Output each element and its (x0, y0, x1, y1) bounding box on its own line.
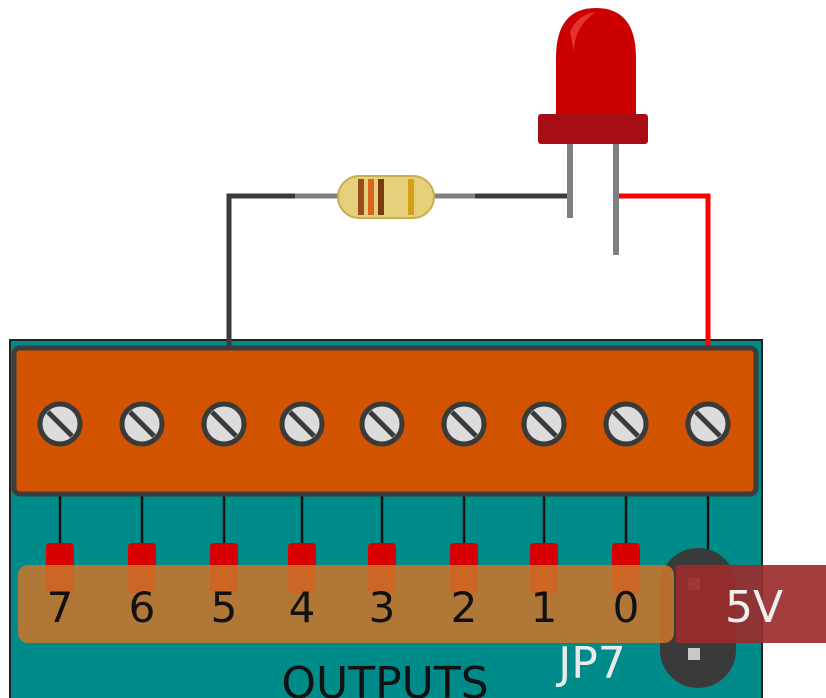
output-numbers: 7 6 5 4 3 2 1 0 (47, 583, 640, 632)
output-number: 7 (47, 583, 74, 632)
screw-icon (603, 401, 649, 447)
screw-icon (201, 401, 247, 447)
output-number: 4 (289, 583, 316, 632)
label-outputs: OUTPUTS (281, 658, 488, 698)
wire-led-to-5v (616, 193, 711, 346)
output-number: 5 (211, 583, 238, 632)
jp7-pin-2 (688, 648, 700, 660)
screw-icon (685, 401, 731, 447)
resistor (337, 175, 435, 219)
wire-output-5-to-resistor (226, 193, 295, 346)
badge-5v (676, 565, 826, 643)
output-label-strip (18, 565, 674, 643)
screw-icon (521, 401, 567, 447)
terminal-screws (37, 401, 731, 447)
output-number: 2 (451, 583, 478, 632)
screw-icon (441, 401, 487, 447)
output-number: 6 (129, 583, 156, 632)
screw-icon (119, 401, 165, 447)
output-number: 1 (531, 583, 558, 632)
output-number: 3 (369, 583, 396, 632)
screw-icon (279, 401, 325, 447)
label-5v: 5V (725, 582, 783, 633)
screw-icon (359, 401, 405, 447)
output-number: 0 (613, 583, 640, 632)
screw-icon (37, 401, 83, 447)
led (538, 8, 648, 255)
label-jp7: JP7 (555, 638, 626, 689)
